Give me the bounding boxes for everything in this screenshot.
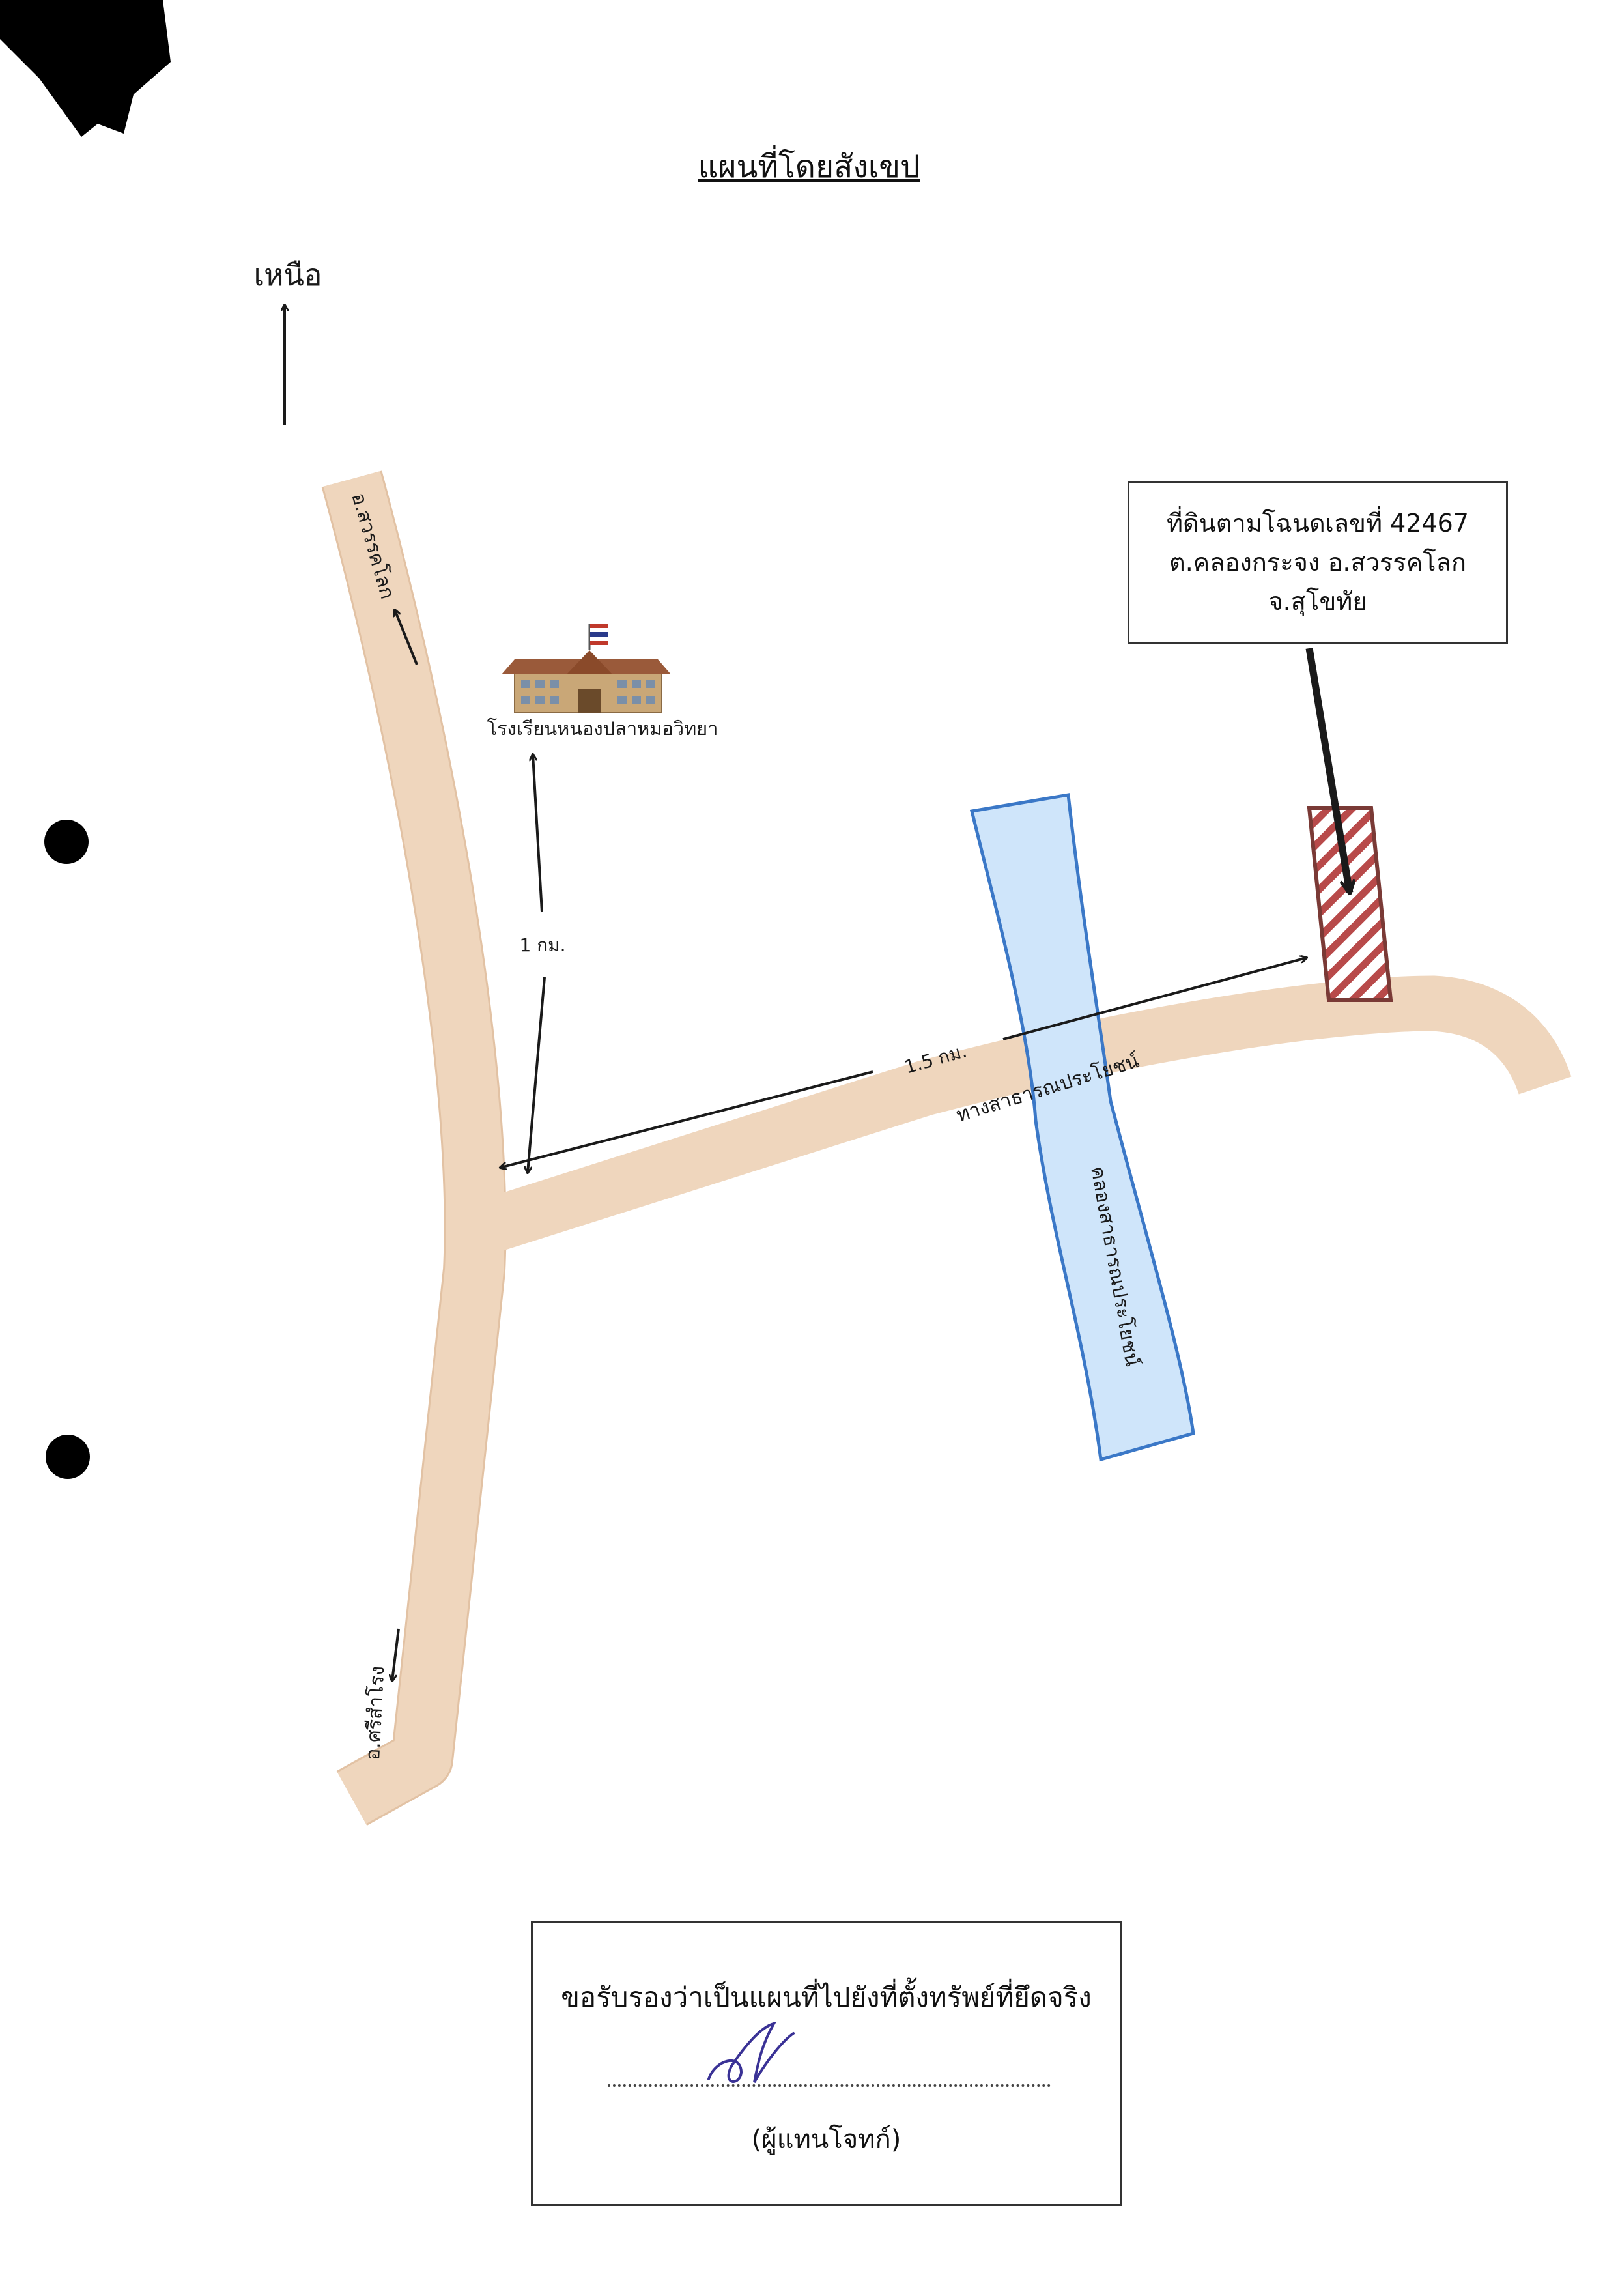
deed-callout: ที่ดินตามโฉนดเลขที่ 42467 ต.คลองกระจง อ.…: [1128, 481, 1508, 644]
deed-line-3: จ.สุโขทัย: [1268, 587, 1367, 616]
signatory-label: (ผู้แทนโจทก์): [751, 2125, 901, 2155]
signature: [707, 2021, 795, 2083]
torn-corner-mark: [0, 0, 171, 137]
distance-arrow-school-lower: [528, 977, 546, 1173]
deed-line-2: ต.คลองกระจง อ.สวรรคโลก: [1169, 548, 1466, 577]
distance-label-school: 1 กม.: [519, 934, 565, 956]
deed-pointer-arrow: [1305, 648, 1350, 893]
land-plot: [1307, 806, 1393, 1002]
deed-line-1: ที่ดินตามโฉนดเลขที่ 42467: [1167, 509, 1469, 538]
page-title: แผนที่โดยสังเขป: [698, 149, 920, 185]
certification-text: ขอรับรองว่าเป็นแผนที่ไปยังที่ตั้งทรัพย์ท…: [561, 1981, 1092, 2013]
punch-hole-top: [44, 820, 89, 864]
distance-arrow-plot-right: [1002, 958, 1307, 1040]
certification-box: ขอรับรองว่าเป็นแผนที่ไปยังที่ตั้งทรัพย์ท…: [531, 1921, 1122, 2206]
school-label: โรงเรียนหนองปลาหมอวิทยา: [487, 717, 718, 739]
road-label-south: อ.ศรีสำโรง: [361, 1665, 390, 1760]
distance-arrow-plot-left: [500, 1070, 873, 1168]
distance-arrow-school-upper: [533, 754, 543, 913]
school-building-icon: [502, 624, 671, 713]
north-label: เหนือ: [253, 257, 322, 293]
signature-line: [608, 2084, 1051, 2087]
canal: [969, 793, 1195, 1462]
punch-hole-bottom: [46, 1435, 90, 1479]
direction-arrow-south: [392, 1628, 400, 1681]
direction-arrow-north: [395, 610, 418, 665]
